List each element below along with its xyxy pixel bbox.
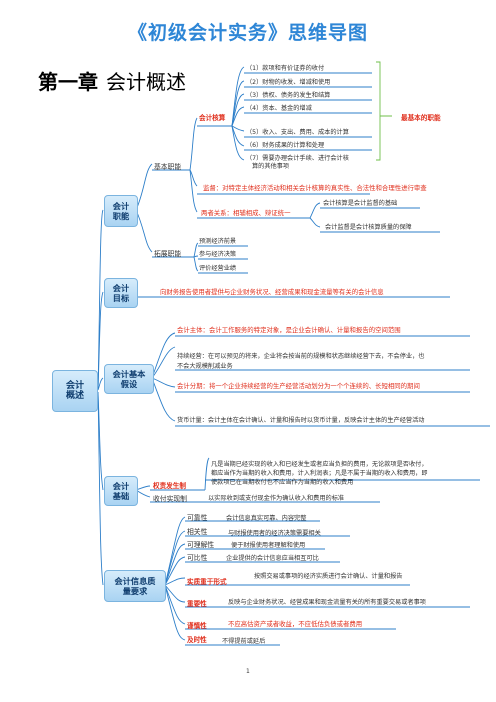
basic-functions-label: 基本职能 bbox=[154, 163, 182, 171]
chapter-number: 第一章 bbox=[38, 70, 98, 94]
accounting-item-5: （5）收入、支出、费用、成本的计算 bbox=[246, 129, 349, 136]
accounting-label: 会计核算 bbox=[199, 114, 226, 122]
quality-item-name: 可比性 bbox=[187, 554, 208, 562]
goal-text: 向财务报告使用者提供与企业财务状况、经营成果和现金流量等有关的会计信息 bbox=[160, 288, 384, 296]
extended-item-3: 评价经营业绩 bbox=[199, 265, 237, 272]
quality-item-name: 谨慎性 bbox=[187, 622, 207, 630]
relation-text: 两者关系：相辅相成、辩证统一 bbox=[201, 209, 291, 217]
node-basic-assumptions[interactable]: 会计基本假设 bbox=[104, 364, 154, 394]
page-number: 1 bbox=[246, 668, 250, 675]
accrual-text-1: 凡是当期已经实现的收入和已经发生或者应当负担的费用，无论款项是否收付， bbox=[211, 461, 428, 468]
relation-item-1: 会计核算是会计监督的基础 bbox=[323, 200, 398, 207]
cash-basis-label: 收付实现制 bbox=[153, 495, 187, 503]
chapter-heading: 第一章会计概述 bbox=[38, 66, 186, 95]
supervision-text: 监督：对特定主体经济活动和相关会计核算的真实性、合法性和合理性进行审查 bbox=[203, 184, 427, 192]
quality-item-name: 相关性 bbox=[187, 528, 208, 536]
quality-item-desc: 便于财报使用者理解和使用 bbox=[231, 542, 306, 549]
assumption-going-concern-cont: 不会大规模削减业务 bbox=[177, 363, 233, 370]
quality-item-desc: 不应高估资产或者收益，不应低估负债或者费用 bbox=[228, 620, 363, 628]
assumption-period: 会计分期：将一个企业持续经营的生产经营活动划分为一个个连续的、长短相同的期间 bbox=[177, 382, 420, 390]
quality-item-desc: 不得提前或延后 bbox=[222, 638, 266, 645]
quality-item-name: 实质重于形式 bbox=[187, 578, 227, 586]
node-quality-requirements[interactable]: 会计信息质量要求 bbox=[104, 570, 166, 602]
node-accounting-functions[interactable]: 会计职能 bbox=[104, 195, 138, 227]
accounting-item-7: （7）需要办理会计手续、进行会计核 bbox=[246, 155, 349, 162]
accounting-item-7-cont: 算的其他事项 bbox=[252, 163, 290, 170]
quality-item-name: 及时性 bbox=[187, 636, 207, 644]
accrual-text-2: 都应当作为当期的收入和费用，计入利润表；凡是不属于当期的收入和费用，即 bbox=[211, 470, 428, 477]
assumption-entity: 会计主体：会计工作服务的特定对象，是企业会计确认、计量和报告的空间范围 bbox=[177, 326, 401, 334]
accounting-item-4: （4）资本、基金的增减 bbox=[246, 105, 312, 112]
root-label: 会计概述 bbox=[65, 381, 84, 401]
cash-basis-text: 以实际收到或支付现金作为确认收入和费用的标准 bbox=[208, 495, 345, 502]
chapter-name: 会计概述 bbox=[106, 70, 186, 94]
quality-item-desc: 与财报使用者的经济决策需要相关 bbox=[228, 530, 321, 537]
quality-item-desc: 反映与企业财务状况、经营成果和现金流量有关的所有重要交易或者事项 bbox=[228, 599, 426, 606]
quality-item-name: 重要性 bbox=[187, 600, 207, 608]
node-accounting-basis[interactable]: 会计基础 bbox=[104, 476, 138, 506]
page-title: 《初级会计实务》思维导图 bbox=[127, 22, 368, 44]
node-accounting-goal[interactable]: 会计目标 bbox=[104, 278, 138, 308]
quality-item-name: 可靠性 bbox=[187, 514, 208, 522]
relation-item-2: 会计监督是会计核算质量的保障 bbox=[325, 224, 412, 231]
accrual-basis-label: 权责发生制 bbox=[153, 482, 186, 490]
accounting-item-1: （1）款项和有价证券的收付 bbox=[246, 65, 325, 72]
root-node[interactable]: 会计概述 bbox=[52, 370, 98, 412]
quality-item-desc: 企业提供的会计信息应当相互可比 bbox=[226, 555, 319, 562]
accounting-item-3: （3）债权、债务的发生和结算 bbox=[246, 92, 331, 99]
quality-item-name: 可理解性 bbox=[187, 541, 215, 549]
most-basic-function: 最基本的职能 bbox=[401, 114, 441, 122]
accrual-text-3: 使款项已在当期收付也不应当作为当期的收入和费用 bbox=[211, 479, 354, 486]
accounting-item-2: （2）财物的收发、增减和使用 bbox=[246, 79, 331, 86]
extended-item-2: 参与经济决策 bbox=[199, 251, 237, 258]
extended-item-1: 预测经济前景 bbox=[199, 238, 237, 245]
assumption-currency: 货币计量：会计主体在会计确认、计量和报告时以货币计量，反映会计主体的生产经营活动 bbox=[177, 417, 425, 424]
assumption-going-concern: 持续经营：在可以预见的将来，企业将会按当前的规模和状态继续经营下去，不会停业，也 bbox=[177, 353, 425, 360]
accounting-item-6: （6）财务成果的计算和处理 bbox=[246, 142, 325, 149]
extended-functions-label: 拓展职能 bbox=[154, 250, 182, 258]
quality-item-desc: 按照交易或事项的经济实质进行会计确认、计量和报告 bbox=[254, 573, 403, 580]
quality-item-desc: 会计信息真实可靠、内容完整 bbox=[226, 515, 307, 522]
